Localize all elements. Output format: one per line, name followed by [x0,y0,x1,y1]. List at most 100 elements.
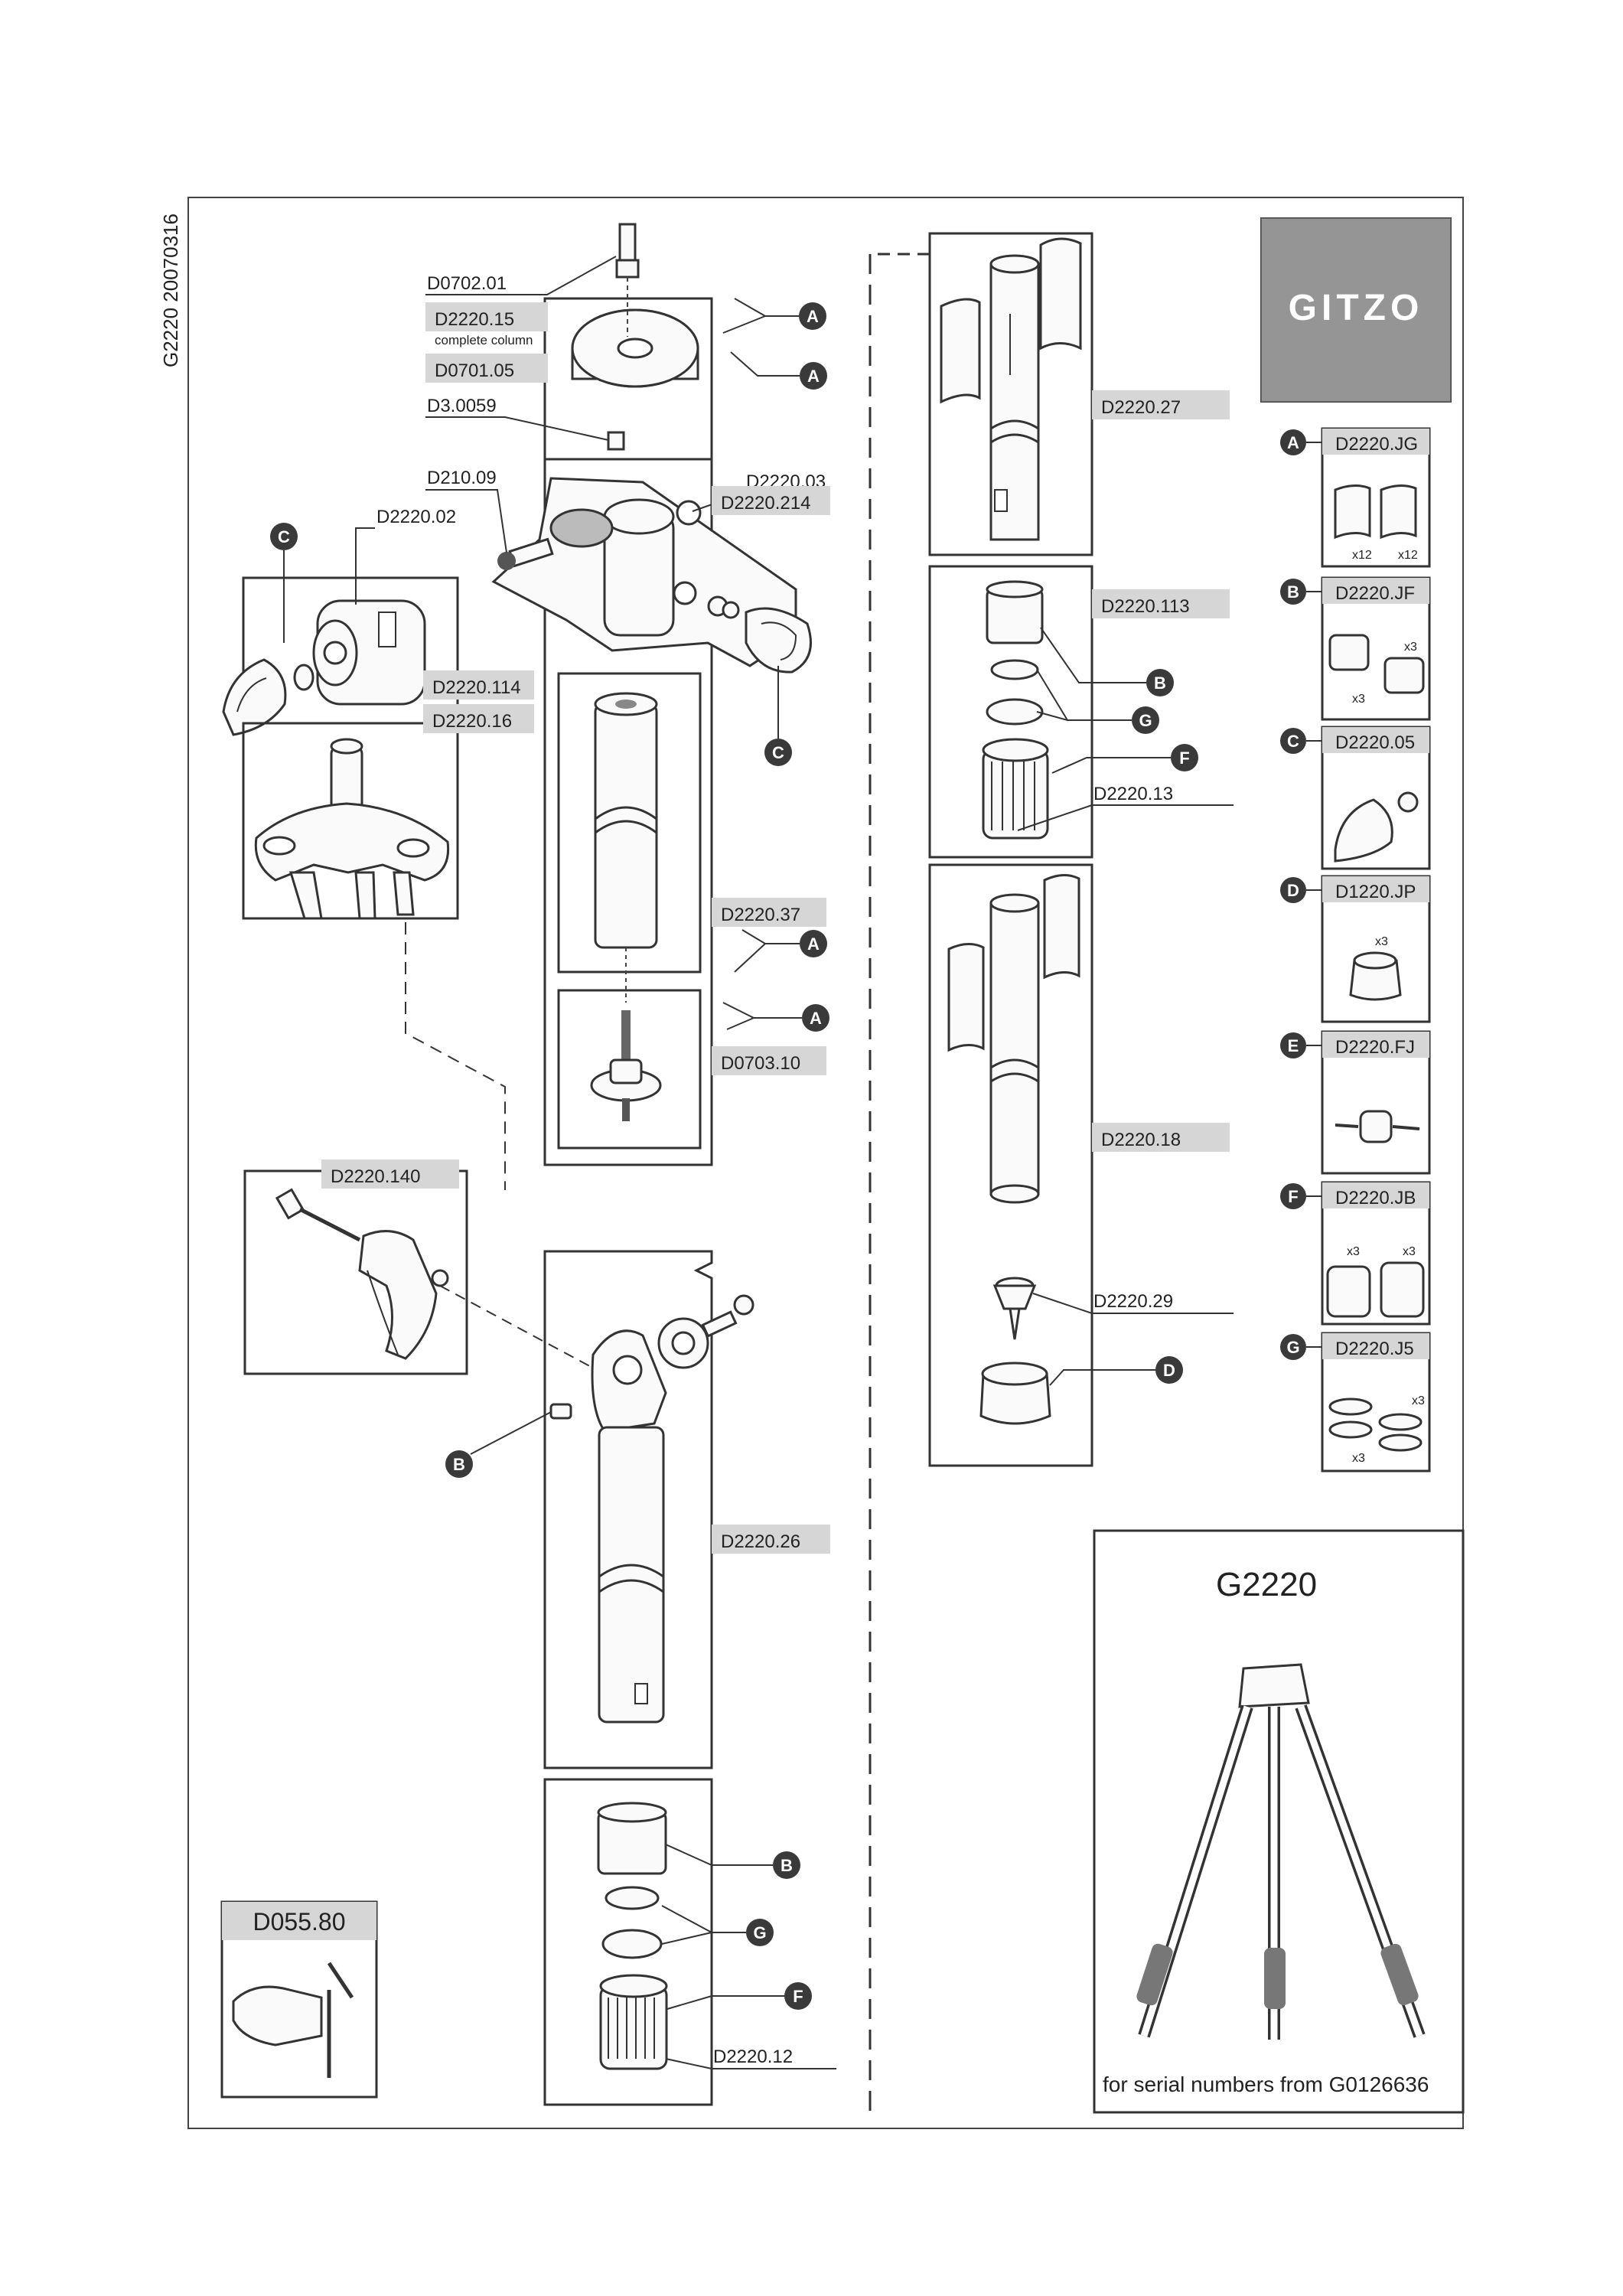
label-bg-d2220_214 [712,486,830,515]
column-assembly [491,223,812,1166]
part-label-d2220-37: D2220.37 [721,905,800,925]
kit-qty: x3 [1403,1245,1416,1258]
kit-qty: x3 [1404,641,1417,654]
kit-code: D2220.J5 [1335,1339,1414,1359]
part-label-d2220-18: D2220.18 [1101,1130,1181,1150]
part-label-d0702-01: D0702.01 [427,273,507,294]
tripod-panel: G2220 for serial numbers from G0126636 [1093,1529,1465,2114]
kit-qty: x12 [1398,549,1418,562]
callout-a-1: A [730,351,827,390]
svg-text:G: G [753,1923,766,1942]
leader-d2220_13 [1017,804,1234,831]
callout-b-11: B [665,1844,800,1879]
gitzo-logo: GITZO [1260,217,1452,403]
label-bg-d2220_26 [712,1525,830,1554]
kit-code: D2220.JB [1335,1188,1416,1208]
part-label-d2220-13: D2220.13 [1093,784,1173,804]
part-label-d2220-113: D2220.113 [1101,596,1190,617]
leader-d210_09 [425,489,507,553]
callout-d-9: D [1049,1356,1183,1386]
svg-text:F: F [1179,748,1189,768]
svg-text:E: E [1288,1036,1299,1055]
svg-text:C: C [1287,732,1299,751]
tool-code: D055.80 [253,1908,346,1936]
label-bg-d2220_114 [423,670,534,700]
svg-text:B: B [453,1455,465,1474]
part-label-d2220-16: D2220.16 [432,711,512,732]
callout-a-3: A [722,1002,829,1032]
kit-code: D2220.JG [1335,434,1418,455]
label-bg-d2220_27 [1092,390,1230,419]
svg-text:A: A [807,934,820,954]
leg-lock-assembly [543,1778,713,2106]
callout-f-13: F [666,1982,812,2010]
label-bg-d2220_18 [1092,1123,1230,1152]
svg-text:C: C [772,743,784,762]
svg-text:F: F [1288,1187,1298,1206]
callout-c-4: C [270,523,298,643]
part-label-d2220-15: D2220.15 [435,309,514,330]
leader-d0702_01 [425,256,617,295]
label-bg-d2220_140 [321,1159,459,1189]
serial-note: for serial numbers from G0126636 [1103,2073,1429,2096]
part-label-d0701-05: D0701.05 [435,360,514,381]
kit-b: B D2220.JF x3 x3 [1280,579,1417,706]
part-label-d210-09: D210.09 [427,468,497,488]
label-bg-d2220_113 [1092,589,1230,618]
leader-d2220_02 [355,527,375,605]
svg-text:G: G [1286,1338,1299,1357]
kit-qty: x3 [1347,1245,1360,1258]
label-bg-d0703_10 [712,1046,826,1075]
brand-name: GITZO [1289,288,1424,328]
kit-qty: x12 [1352,549,1372,562]
kit-qty: x3 [1375,935,1388,948]
kit-code: D2220.JF [1335,583,1415,604]
tool-group: D055.80 [220,1900,378,2099]
callout-g-7: G [1036,669,1159,734]
svg-text:C: C [278,527,290,546]
callout-a-2: A [734,929,827,973]
kit-qty: x3 [1352,693,1365,706]
svg-text:D: D [1163,1361,1175,1380]
mid-lock-section [928,565,1093,859]
kit-a: A D2220.JG x12 x12 [1280,429,1418,562]
kit-code: D1220.JP [1335,882,1416,902]
callout-b-10: B [445,1411,552,1478]
lever-group [243,1169,598,1375]
label-bg-d2220_16 [423,704,534,733]
callout-f-8: F [1051,744,1198,774]
svg-text:A: A [1287,433,1299,452]
kit-f: F D2220.JB x3 x3 [1280,1183,1416,1258]
part-labels: D0702.01D2220.15D0701.05D3.0059D210.09D2… [270,256,1234,2069]
part-label-d2220-02: D2220.02 [376,507,456,527]
svg-text:B: B [1287,582,1299,602]
part-label-d2220-114: D2220.114 [432,677,521,698]
part-label-d2220-29: D2220.29 [1093,1291,1173,1312]
upper-leg-section [928,232,1093,556]
part-label-d3-0059: D3.0059 [427,396,497,416]
callout-b-6: B [1040,627,1174,696]
callout-c-5: C [764,666,792,766]
svg-text:B: B [1154,673,1166,693]
svg-text:G: G [1139,711,1152,730]
part-label-d2220-12: D2220.12 [713,2047,793,2067]
part-label-d2220-26: D2220.26 [721,1531,800,1552]
svg-text:A: A [807,307,819,326]
leader-d2220_12 [665,2058,836,2069]
svg-text:F: F [793,1987,803,2006]
svg-text:A: A [810,1009,822,1028]
spare-kits [1321,427,1431,1473]
kit-qty: x3 [1412,1394,1425,1407]
part-label-d2220-27: D2220.27 [1101,397,1181,418]
part-label-d0703-10: D0703.10 [721,1053,800,1074]
page-frame [187,197,1464,2129]
leader-d3_0059 [425,416,609,441]
label-bg-d2220_15 [425,302,548,331]
part-label-d2220-214: D2220.214 [721,493,810,514]
label-bg-d0701_05 [425,354,548,383]
